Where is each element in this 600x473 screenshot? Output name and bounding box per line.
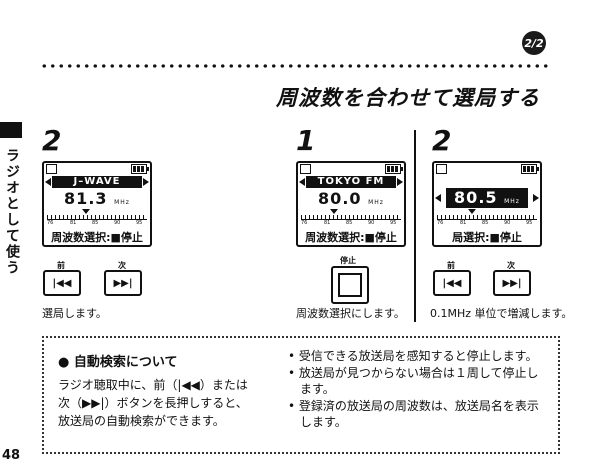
- caption-right: 0.1MHz 単位で増減します。: [430, 307, 573, 320]
- page-number: 48: [2, 448, 21, 463]
- section-heading: 周波数を合わせて選局する: [276, 86, 540, 110]
- next-button[interactable]: ▶▶|: [104, 270, 142, 296]
- tuning-scale: [47, 215, 147, 219]
- arrow-left-icon: [299, 178, 305, 186]
- stop-square-icon: [338, 273, 362, 297]
- info-title: ● 自動検索について: [58, 355, 178, 370]
- battery-icon: [131, 164, 149, 174]
- side-tab-label: ラジオとして使う: [4, 148, 20, 276]
- step-number-right: 2: [432, 124, 452, 157]
- frequency-readout: 80.5 MHz: [446, 188, 528, 208]
- next-button-label: 次: [118, 261, 126, 270]
- arrow-left-icon: [45, 178, 51, 186]
- frequency-readout: 81.3 MHz: [64, 189, 130, 208]
- battery-icon: [385, 164, 403, 174]
- lcd-status-text: 周波数選択:■停止: [51, 231, 143, 244]
- arrow-left-icon: [435, 194, 441, 202]
- prev-button[interactable]: |◀◀: [43, 270, 81, 296]
- list-item: • 放送局が見つからない場合は１周して停止します。: [288, 366, 539, 396]
- step-number-center: 1: [296, 124, 316, 157]
- list-item: • 受信できる放送局を感知すると停止します。: [288, 349, 538, 363]
- station-name: J–WAVE: [52, 176, 142, 188]
- caption-center: 周波数選択にします。: [296, 307, 405, 320]
- lcd-status-text: 局選択:■停止: [452, 231, 522, 244]
- step-number-left: 2: [42, 124, 62, 157]
- tuning-scale: [437, 215, 537, 219]
- info-box: [42, 336, 560, 454]
- info-bullet-list: • 受信できる放送局を感知すると停止します。 • 放送局が見つからない場合は１周…: [288, 348, 550, 431]
- lcd-status-text: 周波数選択:■停止: [305, 231, 397, 244]
- frequency-readout: 80.0 MHz: [318, 189, 384, 208]
- battery-icon: [521, 164, 539, 174]
- prev-button[interactable]: |◀◀: [433, 270, 471, 296]
- hold-icon: [300, 164, 311, 174]
- arrow-right-icon: [143, 178, 149, 186]
- tuning-marker-icon: [82, 209, 90, 214]
- arrow-right-icon: [533, 194, 539, 202]
- tuning-marker-icon: [468, 209, 476, 214]
- list-item: • 登録済の放送局の周波数は、放送局名を表示します。: [288, 399, 539, 429]
- prev-button-label: 前: [447, 261, 455, 270]
- panel-divider: [414, 130, 416, 322]
- arrow-right-icon: [397, 178, 403, 186]
- next-button-label: 次: [507, 261, 515, 270]
- tuning-scale: [301, 215, 401, 219]
- stop-button[interactable]: [331, 266, 369, 304]
- dotted-divider: [40, 62, 552, 70]
- tuning-marker-icon: [330, 209, 338, 214]
- next-button[interactable]: ▶▶|: [493, 270, 531, 296]
- prev-button-label: 前: [57, 261, 65, 270]
- side-tab-marker: [0, 122, 22, 138]
- page-indicator-badge: 2/2: [522, 31, 546, 55]
- hold-icon: [436, 164, 447, 174]
- station-name: TOKYO FM: [306, 176, 396, 188]
- info-description: ラジオ聴取中に、前（|◀◀）または 次（▶▶|）ボタンを長押しすると、 放送局の…: [58, 378, 248, 428]
- caption-left: 選局します。: [42, 307, 107, 320]
- hold-icon: [46, 164, 57, 174]
- stop-button-label: 停止: [340, 256, 356, 265]
